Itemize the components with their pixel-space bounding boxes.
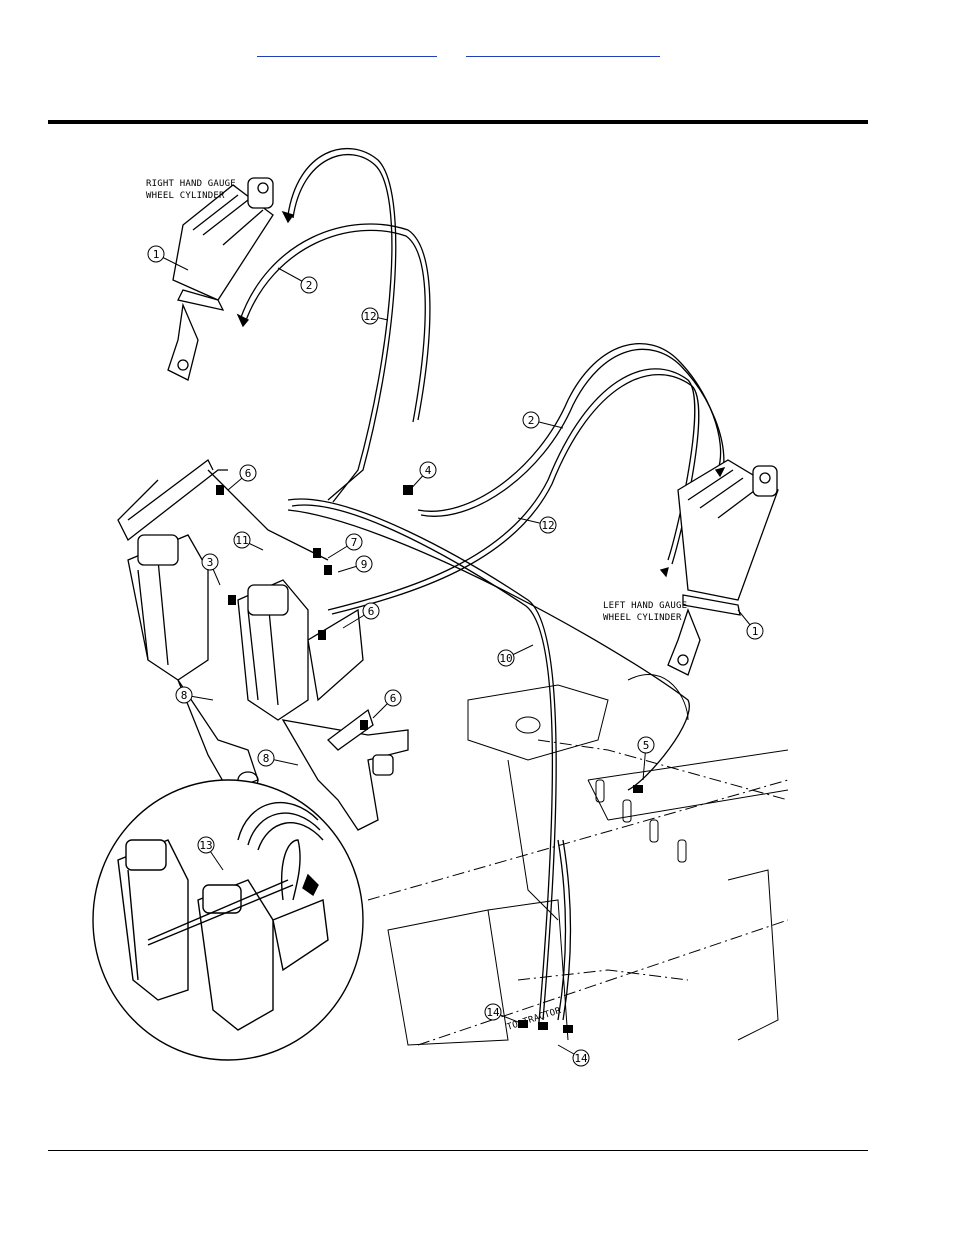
callout-number: 8 — [263, 752, 270, 765]
top-rule — [48, 120, 868, 124]
callout-number: 12 — [363, 310, 376, 323]
callout-number: 6 — [368, 605, 375, 618]
callout-number: 8 — [181, 689, 188, 702]
callout-number: 9 — [361, 558, 368, 571]
callout-number: 4 — [425, 464, 432, 477]
callout-number: 1 — [153, 248, 160, 261]
callout-number: 14 — [486, 1006, 500, 1019]
callout-number: 1 — [752, 625, 759, 638]
header-link-right[interactable] — [466, 44, 660, 57]
callout-number: 10 — [499, 652, 512, 665]
bottom-rule — [48, 1150, 868, 1151]
label-rh-cylinder-line2: WHEEL CYLINDER — [146, 191, 225, 201]
callout-number: 13 — [199, 839, 212, 852]
callout-number: 12 — [541, 519, 554, 532]
callout-number: 11 — [235, 534, 248, 547]
callout-number: 6 — [245, 467, 252, 480]
callout-number: 14 — [574, 1052, 588, 1065]
callout-number: 2 — [306, 279, 313, 292]
label-to-tractor: TO TRACTOR — [506, 1006, 563, 1033]
header-link-left[interactable] — [257, 44, 437, 57]
hydraulic-diagram: RIGHT HAND GAUGE WHEEL CYLINDER LEFT HAN… — [88, 140, 788, 1080]
detail-circle — [93, 780, 363, 1060]
callout-number: 2 — [528, 414, 535, 427]
callout-number: 7 — [351, 536, 358, 549]
callout-number: 3 — [207, 556, 214, 569]
callout-number: 6 — [390, 692, 397, 705]
label-lh-cylinder-line2: WHEEL CYLINDER — [603, 613, 682, 623]
callout-number: 5 — [643, 739, 650, 752]
left-hand-cylinder — [661, 460, 778, 675]
label-lh-cylinder-line1: LEFT HAND GAUGE — [603, 601, 687, 611]
label-rh-cylinder-line1: RIGHT HAND GAUGE — [146, 179, 236, 189]
right-hand-cylinder — [168, 178, 293, 380]
frame-outline — [368, 675, 788, 1045]
